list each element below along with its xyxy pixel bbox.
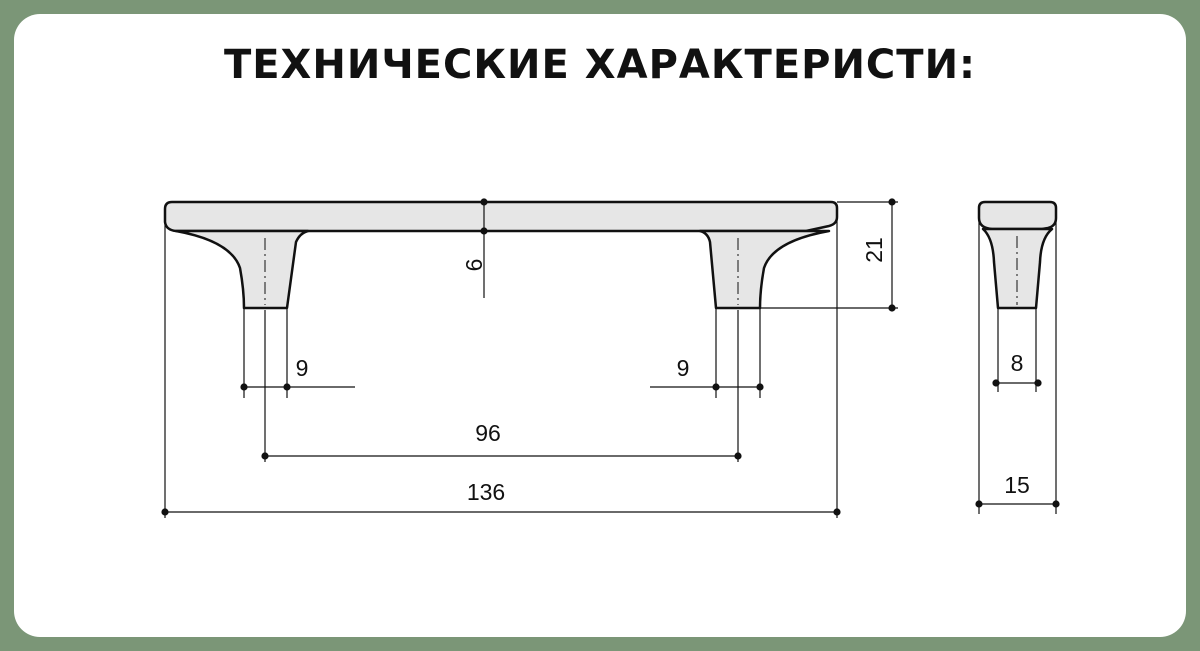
dim-total-length: 136	[467, 479, 505, 505]
dim-leg-width-right: 9	[677, 355, 690, 381]
handle-left-leg	[174, 229, 310, 310]
dim-side-width: 15	[1004, 472, 1030, 498]
handle-side-view	[977, 200, 1058, 310]
spec-card	[14, 14, 1186, 637]
dimension-dots	[161, 198, 896, 516]
dim-height: 21	[861, 237, 887, 263]
page-title: ТЕХНИЧЕСКИЕ ХАРАКТЕРИСТИ:	[223, 42, 977, 88]
side-cap	[977, 200, 1058, 231]
dim-leg-width-left: 9	[296, 355, 309, 381]
dim-center-distance: 96	[475, 420, 501, 446]
handle-right-leg	[698, 229, 831, 310]
handle-front-view	[163, 198, 839, 310]
dim-bar-thickness: 6	[461, 259, 487, 272]
dim-side-base: 8	[1011, 350, 1024, 376]
handle-bar	[163, 200, 839, 233]
dimension-lines	[164, 201, 898, 518]
side-dimension-dots	[975, 379, 1060, 508]
side-dimension-lines	[978, 218, 1057, 514]
